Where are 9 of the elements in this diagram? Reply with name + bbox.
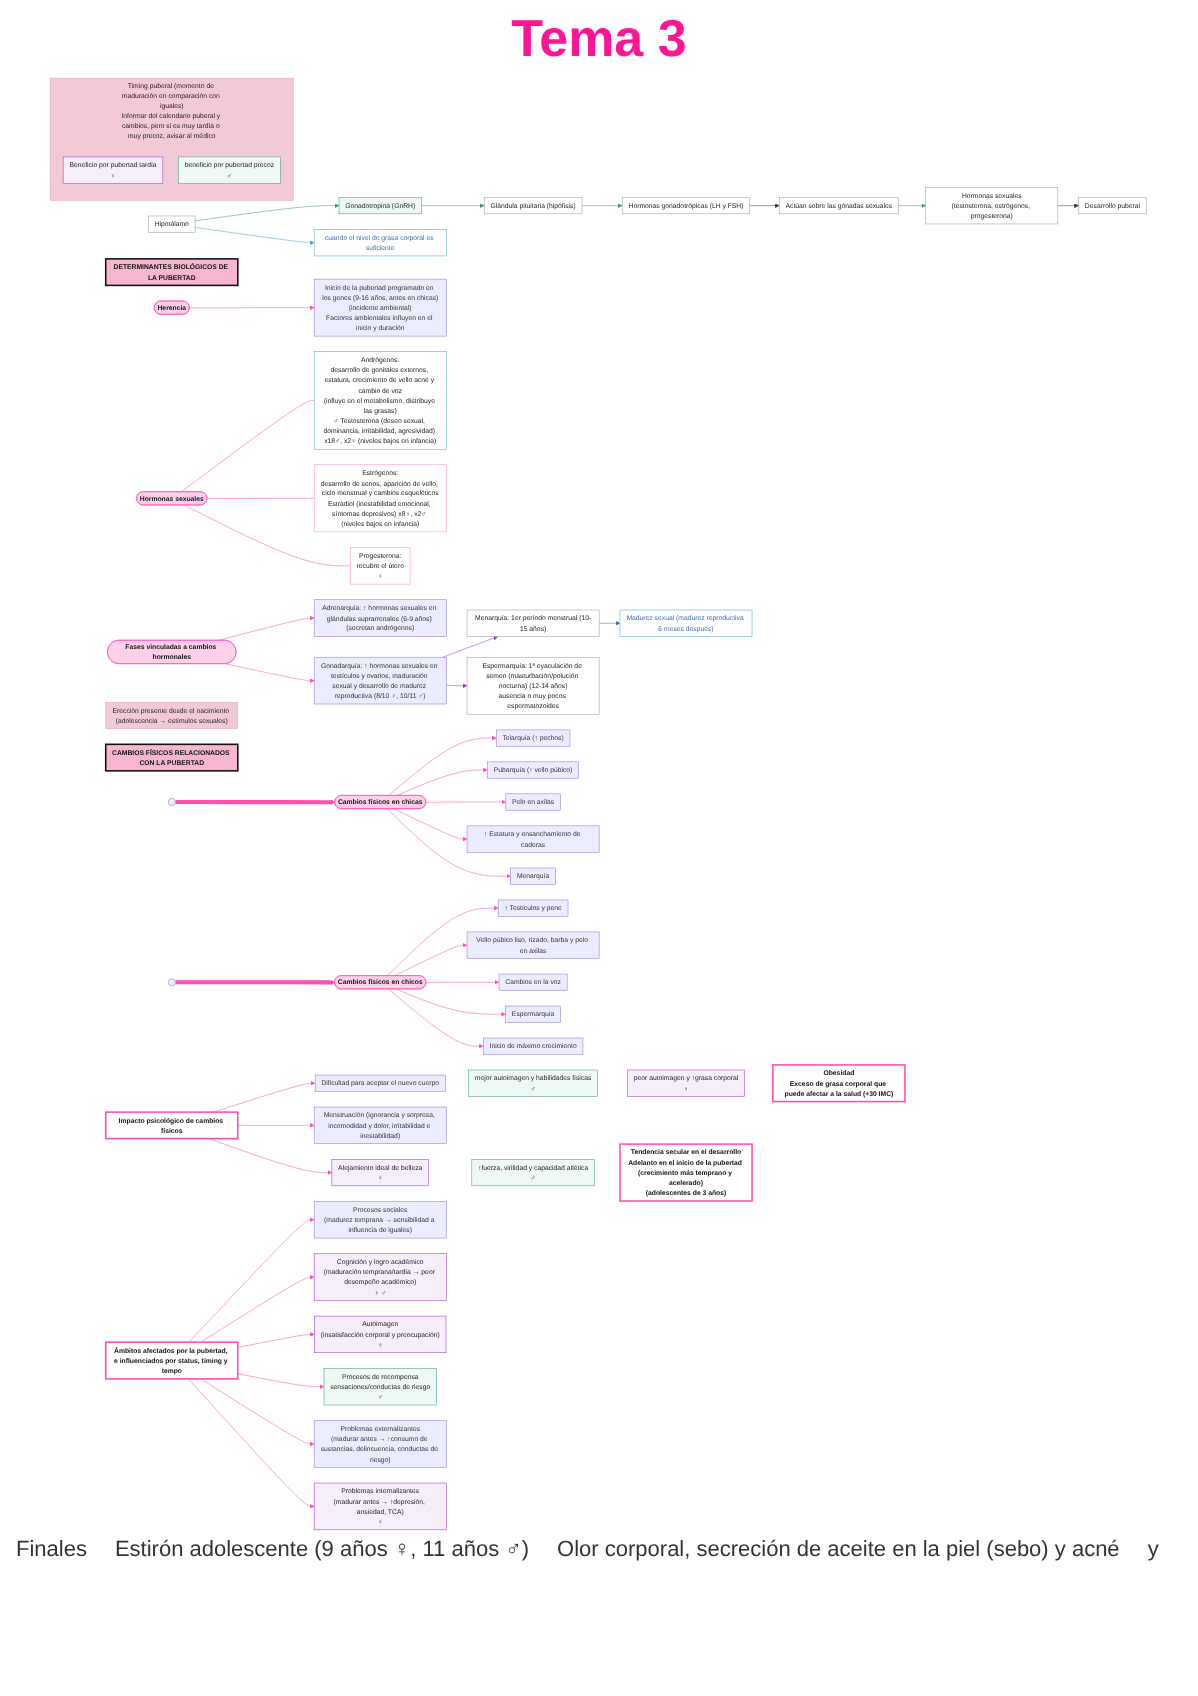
connector [181,400,316,493]
note-text: Olor corporal, secreción de aceite en la piel (sebo) y acné [557,1538,1120,1562]
connector [207,498,316,499]
note-text: y [1147,1538,1159,1562]
page-title: Tema 3 [509,8,689,70]
arrow [176,980,336,985]
connector [185,504,352,567]
arrow [176,799,336,805]
note-text: Finales [16,1538,87,1562]
